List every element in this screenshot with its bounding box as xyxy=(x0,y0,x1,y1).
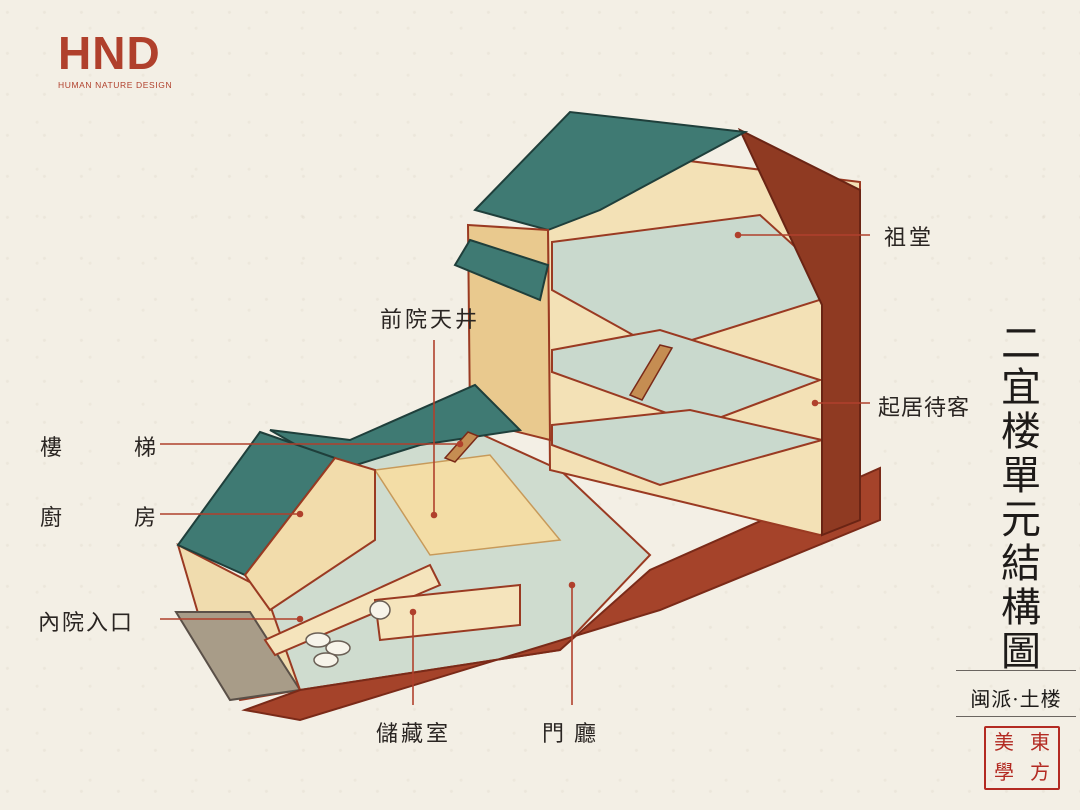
title-rule-top xyxy=(956,670,1076,671)
seal-char-2: 東 xyxy=(1030,730,1050,754)
title-rule-bottom xyxy=(956,716,1076,717)
inner-wall xyxy=(263,563,442,657)
label-inner-entrance: 內院入口 xyxy=(38,611,135,636)
label-kitchen: 廚 房 xyxy=(40,500,156,532)
leader-dot-ancestral-hall xyxy=(734,231,742,239)
label-staircase-char-2: 梯 xyxy=(133,436,156,461)
storage-jars xyxy=(305,600,391,668)
third-floor-slab xyxy=(551,213,847,352)
label-staircase-char-1: 樓 xyxy=(40,436,63,461)
label-kitchen-char-2: 房 xyxy=(133,506,156,531)
first-floor-slab xyxy=(551,408,823,487)
interior-stair xyxy=(628,344,674,401)
label-kitchen-char-1: 廚 xyxy=(40,506,63,531)
label-ancestral-hall: 祖堂 xyxy=(884,226,935,251)
label-front-courtyard: 前院天井 xyxy=(380,308,481,333)
second-floor-slab xyxy=(551,328,824,427)
leader-lines xyxy=(160,231,870,705)
front-wall-low xyxy=(373,583,521,642)
middle-eave xyxy=(453,238,550,302)
courtyard-stair xyxy=(443,431,480,463)
hnd-logo: HND HUMAN NATURE DESIGN xyxy=(58,30,172,90)
front-outer-wall xyxy=(241,466,881,722)
leader-dot-living-reception xyxy=(811,399,819,407)
main-roof xyxy=(473,110,749,232)
label-storage-room: 儲藏室 xyxy=(376,722,452,747)
label-entrance-hall: 門廳 xyxy=(542,722,607,747)
seal-char-3: 學 xyxy=(994,760,1014,784)
logo-subtitle: HUMAN NATURE DESIGN xyxy=(58,80,173,90)
logo-mark: HND xyxy=(58,27,161,79)
seal-char-4: 方 xyxy=(1030,760,1050,784)
label-living-reception: 起居待客 xyxy=(878,396,971,421)
leader-dot-storage-room xyxy=(409,608,417,616)
leader-dot-staircase xyxy=(456,440,464,448)
seal-stamp: 美 東 學 方 xyxy=(984,726,1060,790)
leader-dot-inner-entrance xyxy=(296,615,304,623)
kitchen-block xyxy=(243,456,376,612)
seal-char-1: 美 xyxy=(994,730,1014,754)
diagram-title: 二宜楼單元結構圖 xyxy=(994,322,1040,674)
leader-dot-front-courtyard xyxy=(430,511,438,519)
label-staircase: 樓 梯 xyxy=(40,430,156,462)
diagram-subtitle: 闽派·土楼 xyxy=(970,687,1062,711)
leader-dot-kitchen xyxy=(296,510,304,518)
leader-dot-entrance-hall xyxy=(568,581,576,589)
rammed-earth-wall xyxy=(737,127,861,537)
